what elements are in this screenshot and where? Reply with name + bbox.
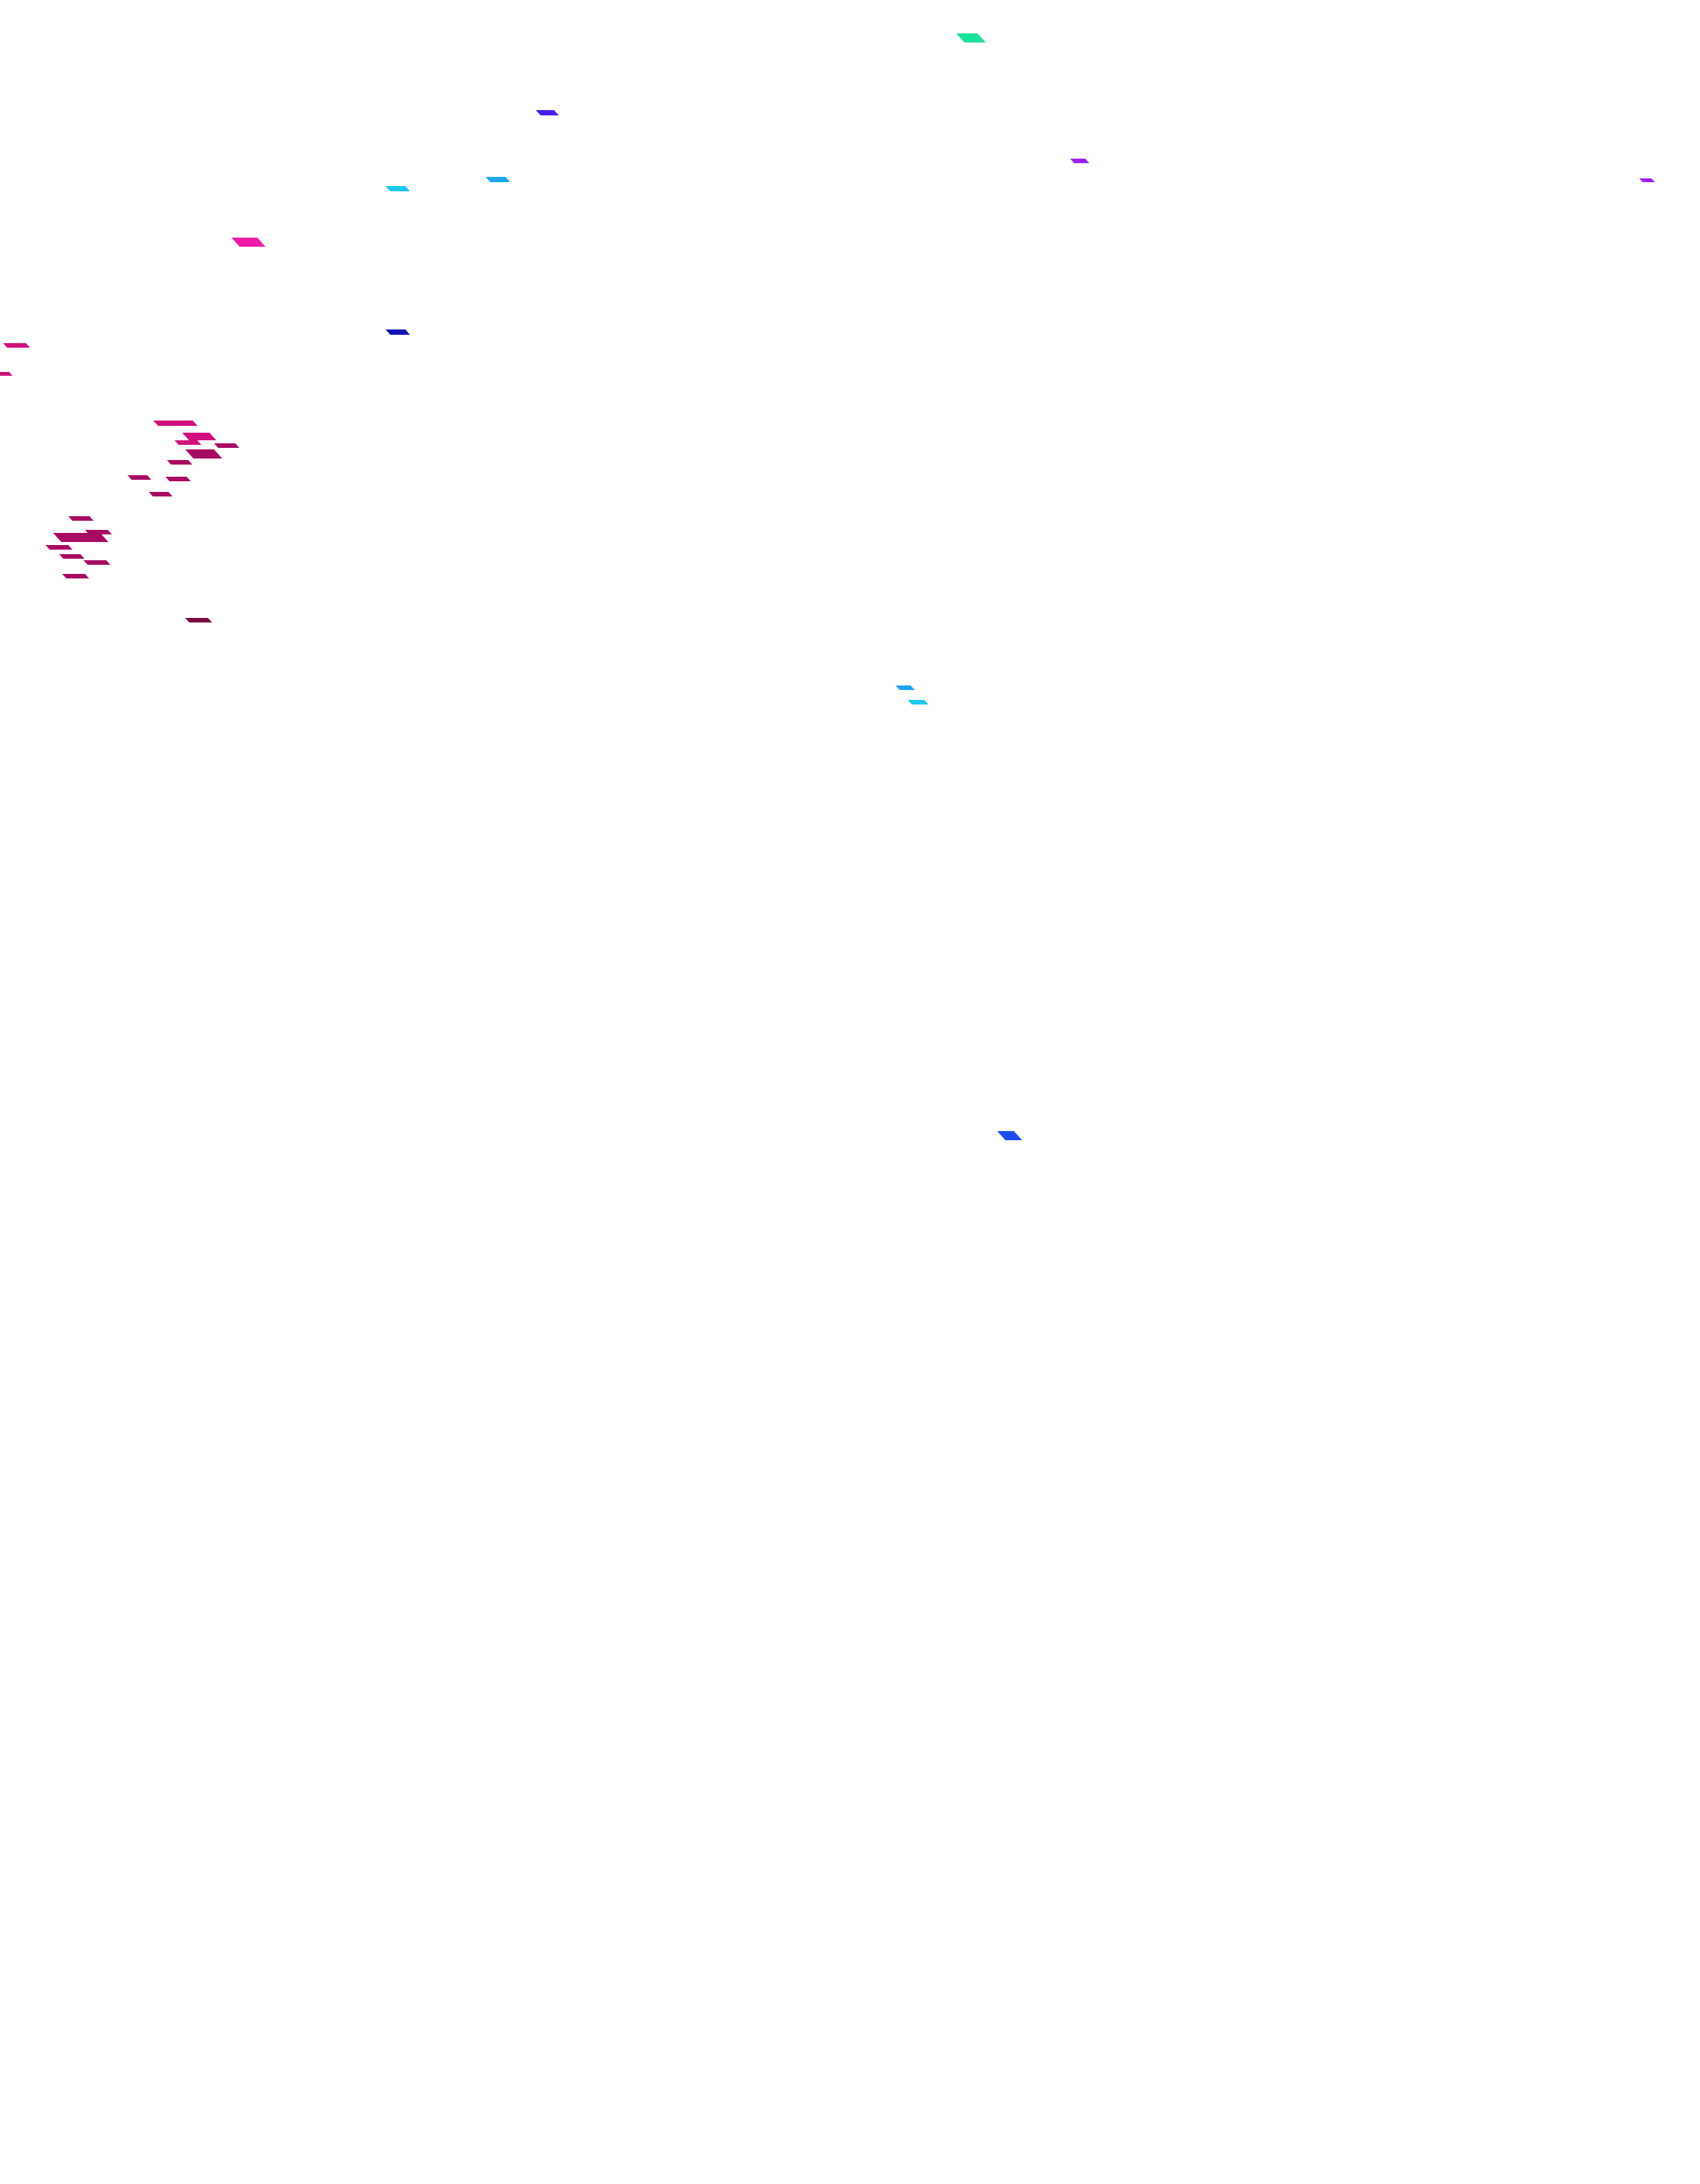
color-fleck-4 xyxy=(386,186,411,191)
color-fleck-17 xyxy=(165,477,191,481)
mark-layer xyxy=(0,33,1655,1140)
color-fleck-18 xyxy=(149,492,173,496)
color-fleck-23 xyxy=(59,554,85,559)
color-fleck-22 xyxy=(85,530,112,534)
color-fleck-24 xyxy=(83,560,111,565)
color-fleck-20 xyxy=(53,533,109,542)
color-fleck-16 xyxy=(128,475,152,480)
color-fleck-9 xyxy=(0,372,13,376)
color-fleck-11 xyxy=(182,433,216,440)
color-fleck-8 xyxy=(3,343,30,348)
color-fleck-26 xyxy=(185,618,212,622)
color-fleck-6 xyxy=(231,238,266,247)
color-fleck-19 xyxy=(68,516,94,521)
color-fleck-10 xyxy=(153,421,198,426)
color-fleck-28 xyxy=(908,700,929,704)
color-fleck-3 xyxy=(1639,178,1655,182)
color-fleck-15 xyxy=(167,460,193,465)
color-fleck-14 xyxy=(214,443,240,448)
color-fleck-21 xyxy=(46,545,73,550)
color-fleck-29 xyxy=(997,1131,1022,1140)
color-fleck-12 xyxy=(175,440,202,445)
color-fleck-2 xyxy=(1070,159,1090,163)
color-fleck-27 xyxy=(896,685,915,690)
color-fleck-1 xyxy=(536,110,559,115)
color-fleck-5 xyxy=(486,177,511,182)
color-fleck-25 xyxy=(62,574,90,578)
color-fleck-0 xyxy=(956,33,986,43)
color-fleck-7 xyxy=(386,329,411,335)
color-fleck-13 xyxy=(185,449,222,459)
